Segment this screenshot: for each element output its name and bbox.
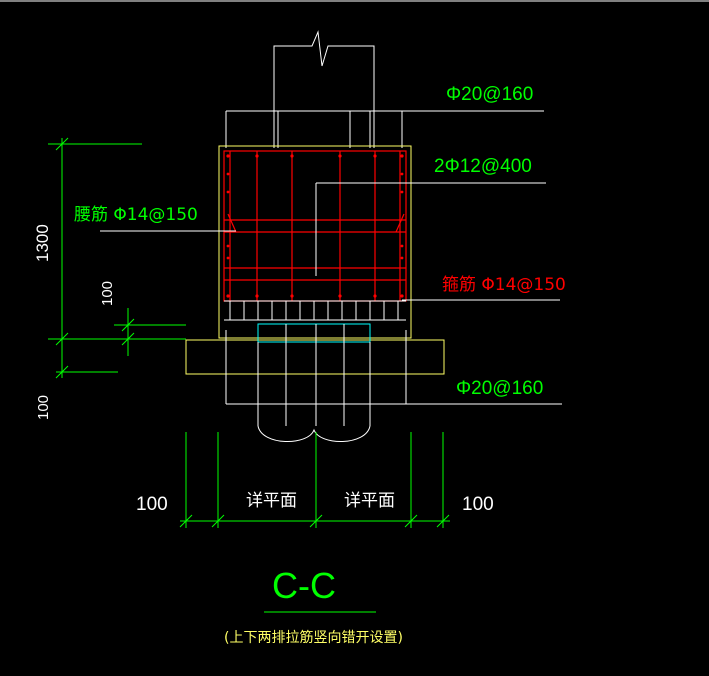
vertical-dimensions — [48, 137, 186, 379]
rebar-dots — [226, 154, 404, 298]
bottom-bars — [224, 300, 406, 321]
height-cover-dim: 100 — [99, 281, 116, 306]
stirrup-legs-label: 2Φ12@400 — [434, 156, 532, 177]
waist-bar-label: 腰筋 Φ14@150 — [74, 205, 198, 225]
pile — [257, 324, 371, 442]
horizontal-dimensions — [179, 432, 450, 528]
right-span-dim: 详平面 — [344, 491, 395, 511]
stirrup-label: 箍筋 Φ14@150 — [442, 275, 566, 295]
section-title: C-C — [272, 565, 336, 606]
section-note: (上下两排拉筋竖向错开设置) — [224, 629, 403, 646]
height-total-dim: 1300 — [33, 224, 52, 262]
beam-outline — [218, 145, 412, 339]
leader-lines — [100, 110, 562, 405]
height-bottom-dim: 100 — [35, 395, 52, 420]
bottom-bar-label: Φ20@160 — [456, 378, 543, 399]
left-span-dim: 详平面 — [246, 491, 297, 511]
rebar-cage — [223, 150, 407, 302]
column-outline — [225, 30, 403, 148]
pile-top — [257, 323, 371, 343]
top-bar-label: Φ20@160 — [446, 84, 533, 105]
right-edge-dim: 100 — [462, 494, 494, 515]
pile-cap — [185, 339, 445, 375]
left-edge-dim: 100 — [136, 494, 168, 515]
